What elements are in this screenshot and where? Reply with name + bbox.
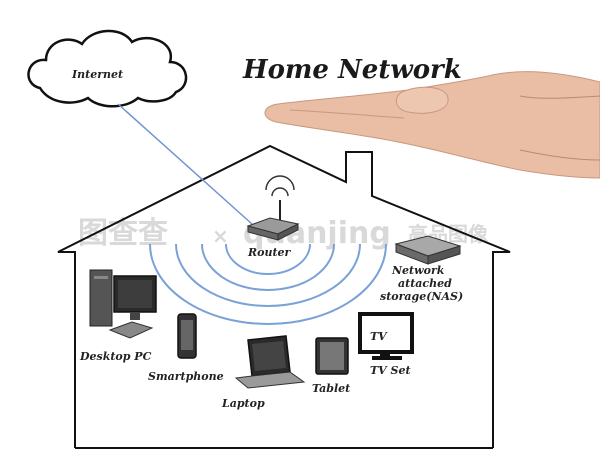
- page-title: Home Network: [242, 55, 462, 85]
- laptop-label: Laptop: [221, 397, 265, 410]
- nas-icon: [394, 235, 462, 265]
- nas-label-line1: Network: [391, 264, 445, 277]
- smartphone-label: Smartphone: [148, 370, 224, 383]
- hand-illustration: [264, 71, 600, 179]
- internet-link: [117, 103, 253, 225]
- wifi-signal-arcs: [149, 243, 387, 325]
- laptop-icon: [234, 335, 306, 389]
- router-label: Router: [247, 246, 292, 259]
- tablet-label: Tablet: [312, 382, 350, 395]
- tv-screen-text: TV: [370, 330, 388, 343]
- tablet-icon: [315, 337, 349, 375]
- cloud-label: Internet: [71, 68, 123, 81]
- watermark-brand: 图查查: [78, 216, 168, 251]
- watermark-separator: ×: [212, 224, 229, 248]
- nas-label-line2: attached: [398, 277, 452, 290]
- desktop-label: Desktop PC: [79, 350, 152, 363]
- house-roof-and-walls: [57, 144, 511, 448]
- desktop-pc-icon: [89, 269, 157, 339]
- cloud-icon: [27, 29, 188, 108]
- smartphone-icon: [177, 313, 197, 359]
- tv-set-icon: [358, 312, 414, 360]
- router-icon: [246, 175, 300, 241]
- nas-label-line3: storage(NAS): [380, 290, 463, 303]
- tv-label: TV Set: [370, 364, 411, 377]
- house-outline: [57, 144, 511, 448]
